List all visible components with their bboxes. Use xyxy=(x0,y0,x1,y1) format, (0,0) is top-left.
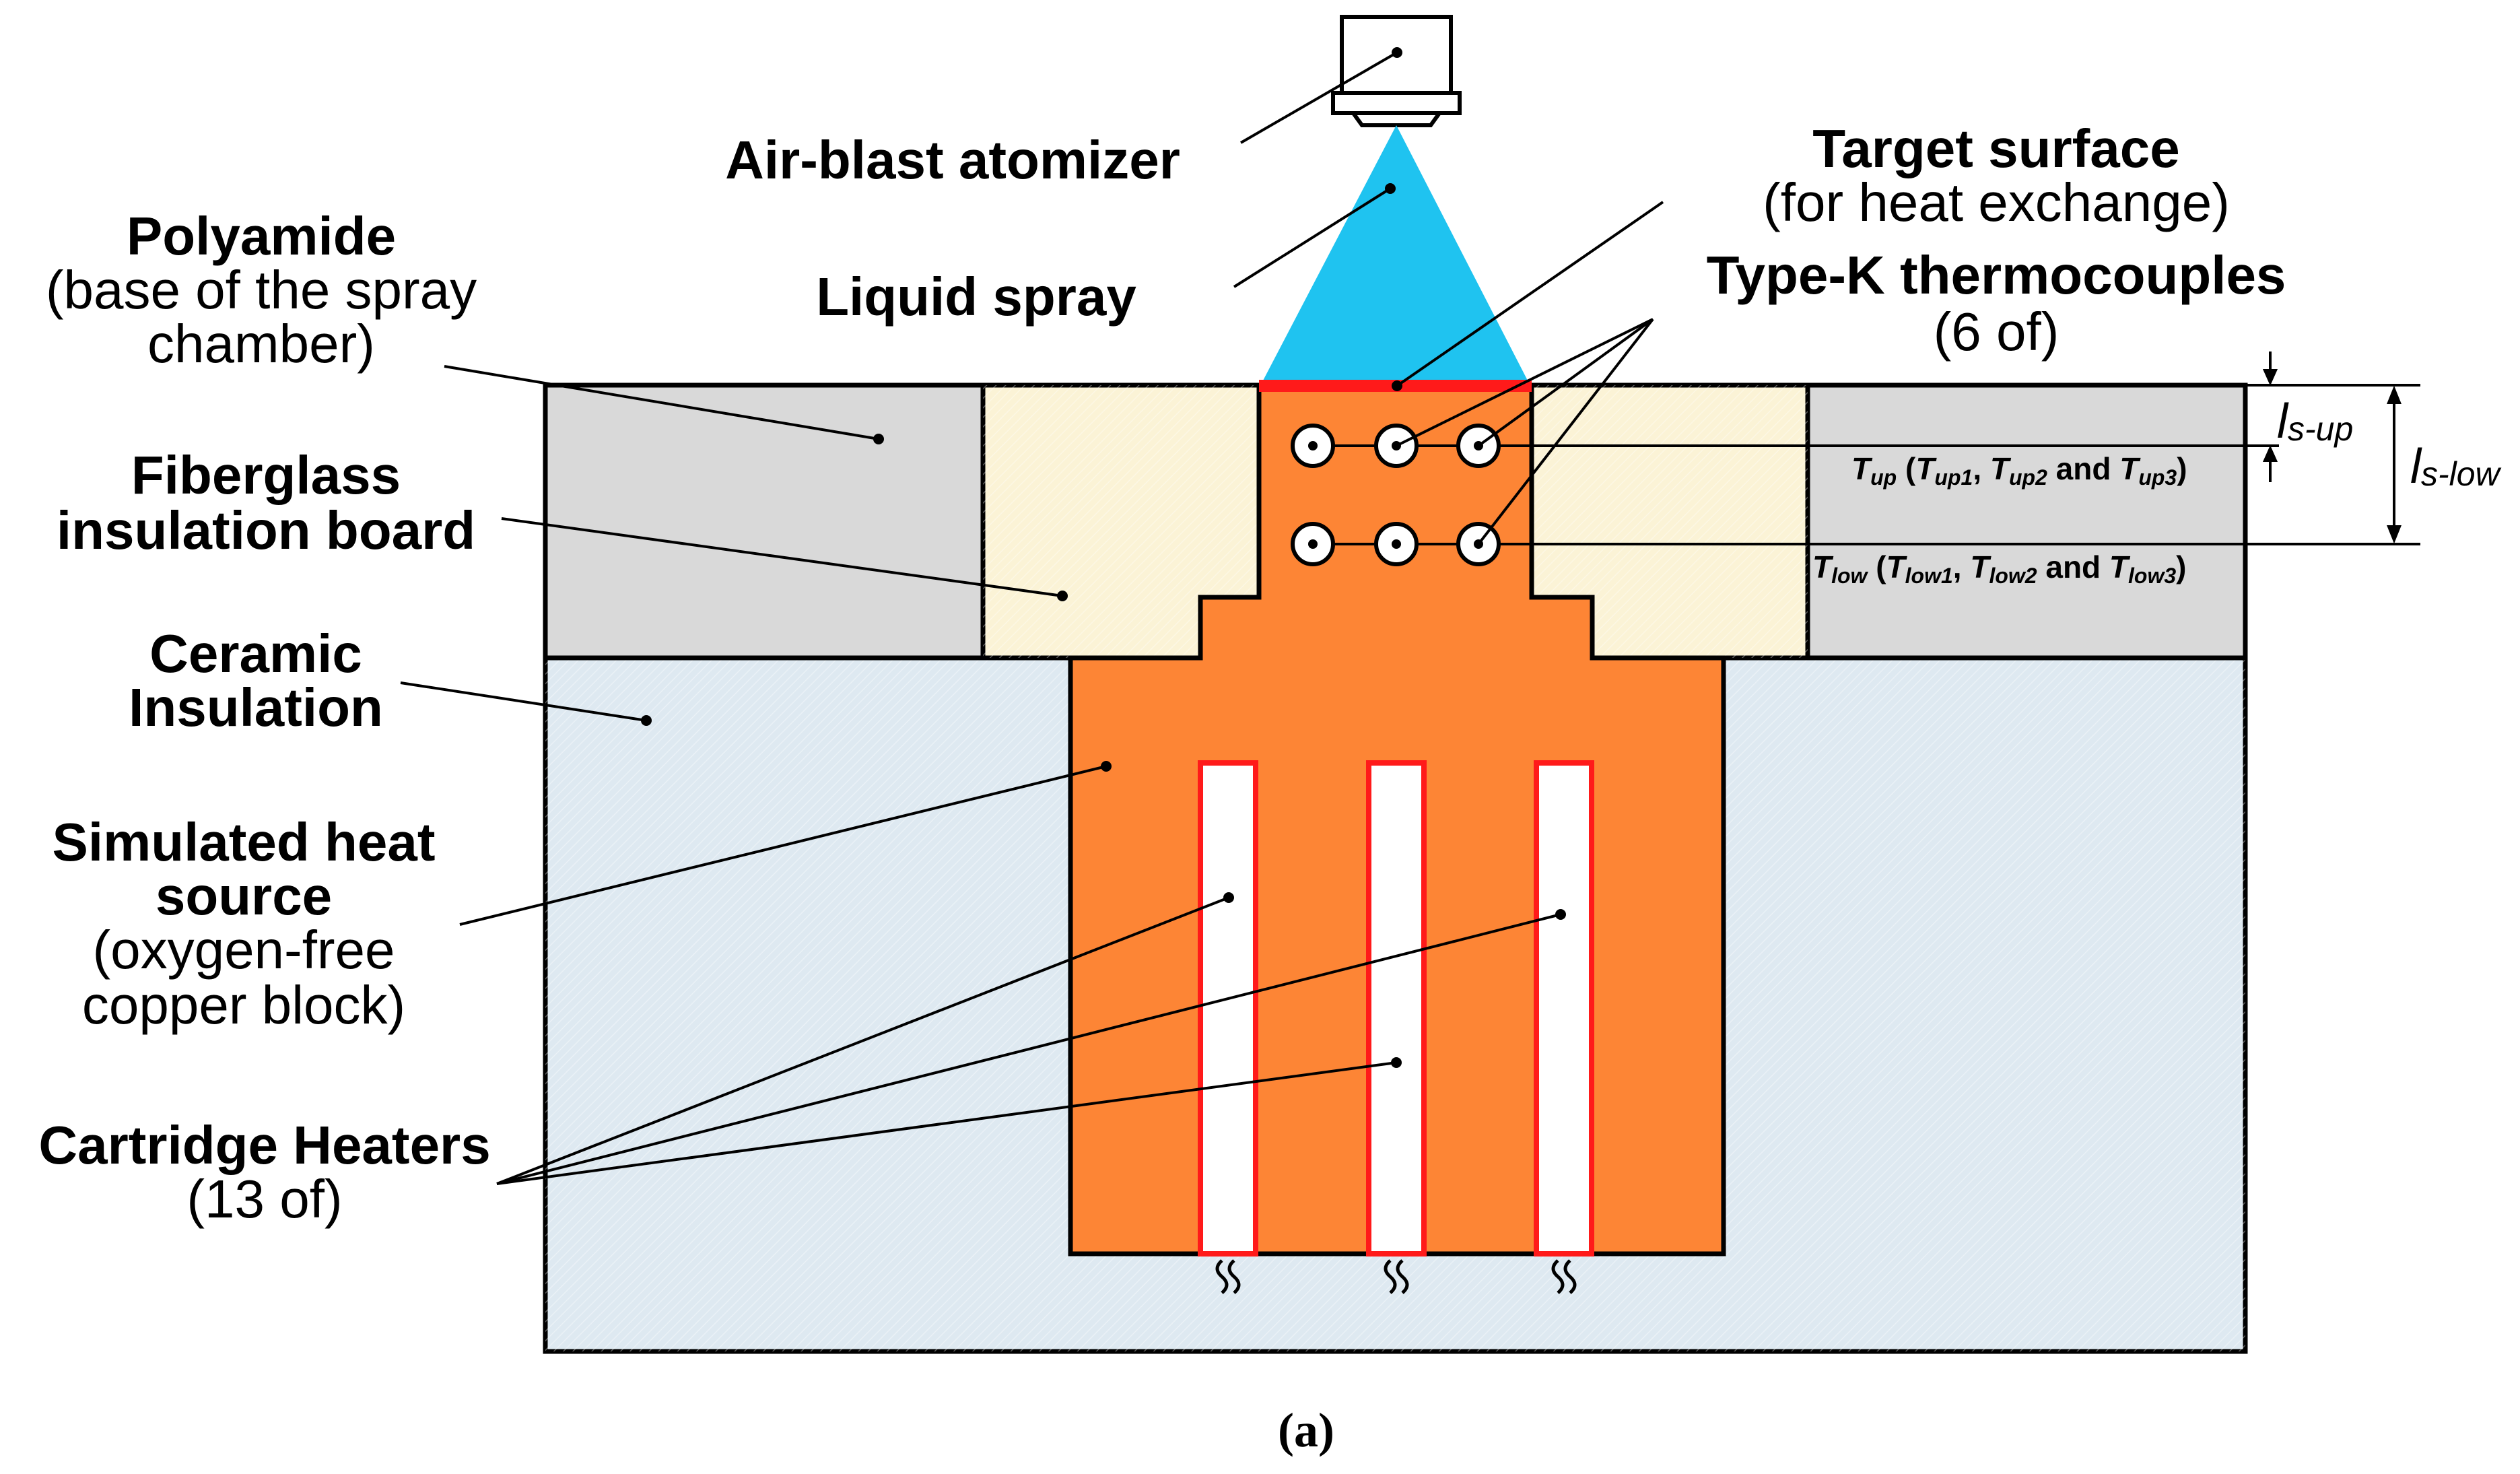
cartridge-heater-left xyxy=(1198,760,1258,1257)
target-surface-label: Target surface xyxy=(1812,119,2179,178)
heat-source-label-1: Simulated heat xyxy=(52,812,435,872)
tup-label: Tup (Tup1, Tup2 and Tup3) xyxy=(1851,451,2187,490)
heater-wires xyxy=(1215,1259,1577,1294)
target-surface-sub: (for heat exchange) xyxy=(1763,172,2230,232)
dimension-lines xyxy=(2245,351,2420,544)
polyamide-right-region xyxy=(1805,382,2248,661)
figure-caption: (a) xyxy=(1278,1403,1334,1457)
liquid-spray-label: Liquid spray xyxy=(816,267,1136,327)
thermocouples-sub: (6 of) xyxy=(1934,302,2059,362)
leader-lines xyxy=(400,51,1664,1185)
heat-source-label-2: source xyxy=(156,866,332,926)
tlow-label: Tlow (Tlow1, Tlow2 and Tlow3) xyxy=(1812,549,2186,588)
heat-source-label-3: (oxygen-free xyxy=(92,920,395,980)
atomizer-device xyxy=(1331,15,1462,127)
polyamide-sub1: (base of the spray xyxy=(46,260,477,320)
cartridge-heaters-label: Cartridge Heaters xyxy=(38,1115,490,1175)
cartridge-heater-center xyxy=(1366,760,1427,1257)
fiberglass-label-1: Fiberglass xyxy=(131,445,401,505)
atomizer-label: Air-blast atomizer xyxy=(725,130,1180,190)
cartridge-heater-right xyxy=(1534,760,1594,1257)
heat-source-label-4: copper block) xyxy=(82,975,405,1035)
ls-low-label: ls-low xyxy=(2410,440,2502,494)
ceramic-label-2: Insulation xyxy=(129,677,383,737)
polyamide-left-region xyxy=(543,382,986,661)
fiberglass-label-2: insulation board xyxy=(57,500,475,560)
polyamide-sub2: chamber) xyxy=(147,314,375,374)
polyamide-label: Polyamide xyxy=(127,206,396,266)
liquid-spray-cone xyxy=(1262,125,1528,382)
thermocouples-label: Type-K thermocouples xyxy=(1707,245,2286,305)
ls-up-label: ls-up xyxy=(2277,395,2353,448)
cartridge-heaters-sub: (13 of) xyxy=(186,1169,342,1229)
ceramic-label-1: Ceramic xyxy=(149,624,362,683)
